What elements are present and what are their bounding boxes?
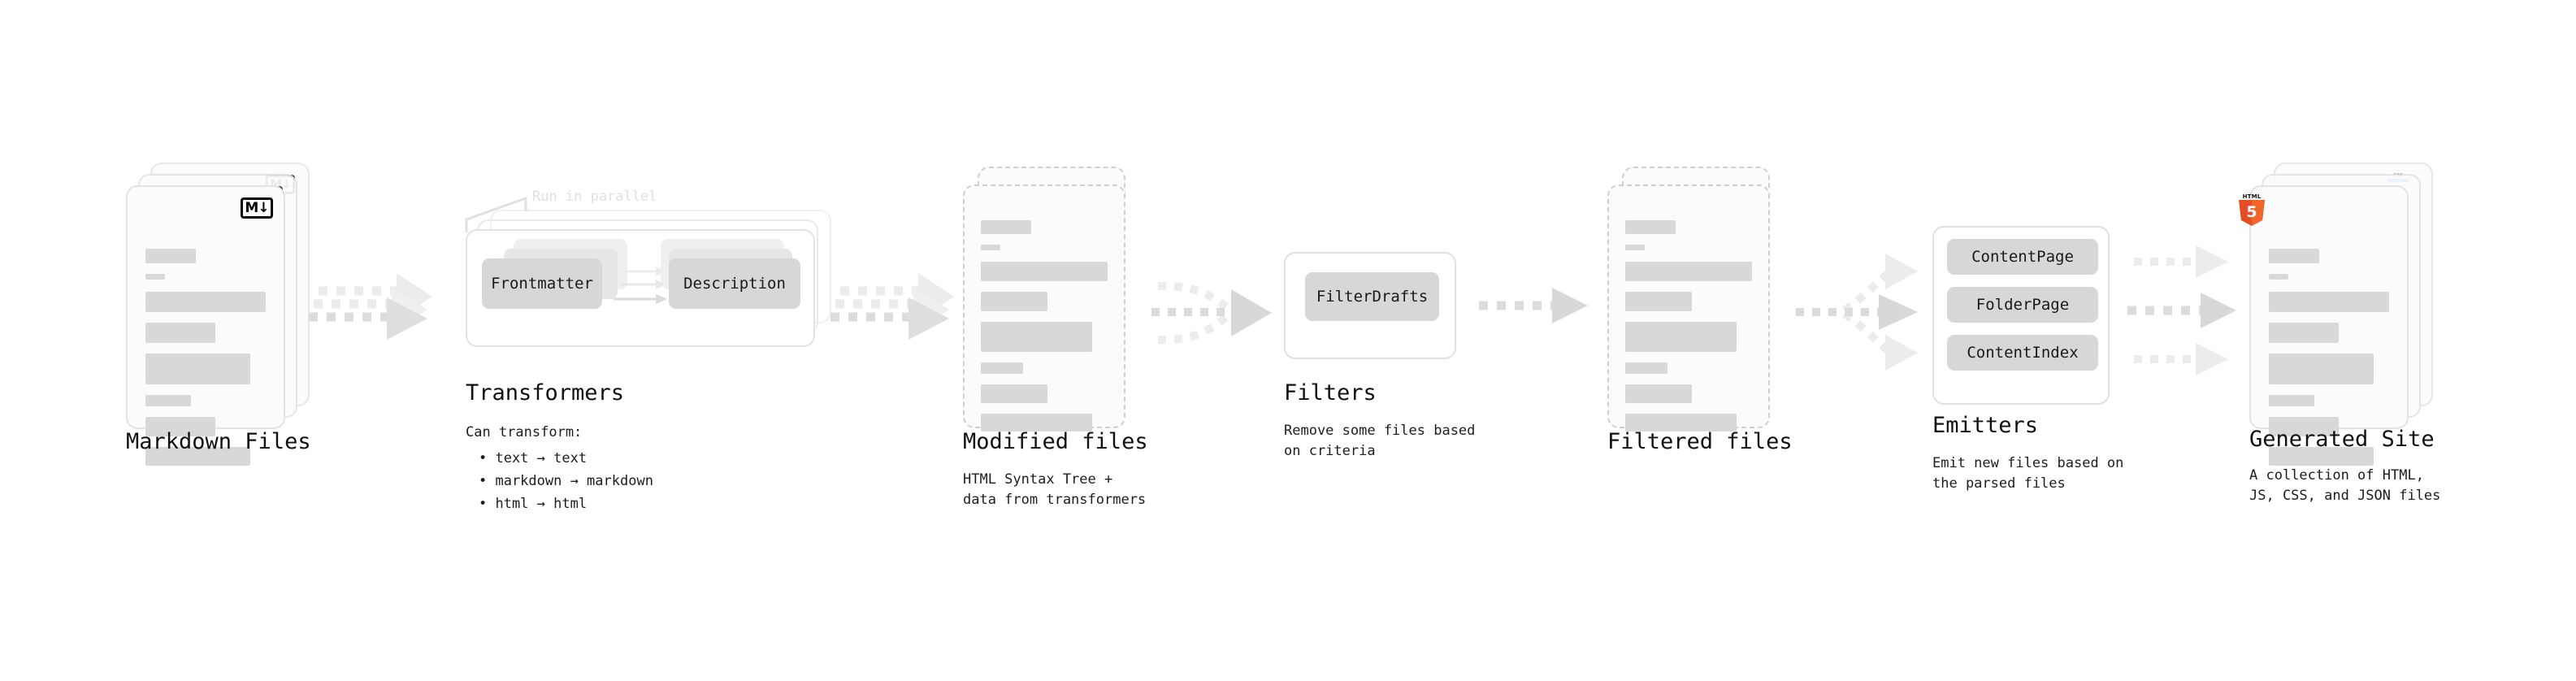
site-file-stack: CSS HTML 5 <box>2239 163 2436 466</box>
skeleton-bar <box>981 220 1031 234</box>
skeleton-bar <box>981 414 1093 432</box>
chip-contentpage[interactable]: ContentPage <box>1947 239 2098 275</box>
arrow-transformers-to-modified <box>830 273 954 340</box>
chip-description-label: Description <box>683 275 786 293</box>
transformers-bullet-2: • markdown → markdown <box>479 473 653 489</box>
skeleton-bar <box>981 384 1047 403</box>
stage-label-generated-site: Generated Site <box>2249 427 2435 452</box>
html5-icon-shield: 5 <box>2239 200 2265 226</box>
stage-generated-site: CSS HTML 5 <box>2239 163 2436 466</box>
skeleton-bar <box>1625 220 1676 234</box>
emitters-group: ContentPage FolderPage ContentIndex <box>1932 226 2110 405</box>
skeleton-bar <box>1625 262 1752 281</box>
skeleton-bar <box>2269 354 2374 384</box>
html5-icon-number: 5 <box>2246 202 2257 221</box>
stage-label-modified-files: Modified files <box>963 429 1148 454</box>
chip-folderpage-label: FolderPage <box>1975 296 2070 314</box>
html5-icon: HTML 5 <box>2238 193 2266 226</box>
chip-frontmatter-label: Frontmatter <box>491 275 593 293</box>
arrow-filtered-to-emitters <box>1796 254 1918 371</box>
skeleton-bar <box>1625 384 1692 403</box>
skeleton-bar <box>145 395 191 406</box>
skeleton-bar <box>2269 249 2319 263</box>
markdown-icon: M↓ <box>241 197 273 219</box>
skeleton-bar <box>2269 447 2374 466</box>
transformers-bullet-1: • text → text <box>479 450 588 466</box>
run-in-parallel-bracket <box>465 196 527 232</box>
skeleton-bar <box>145 292 266 312</box>
skeleton-bars <box>981 220 1108 442</box>
skeleton-bar <box>145 447 250 466</box>
arrow-markdown-to-transformers <box>309 273 432 340</box>
chip-contentpage-label: ContentPage <box>1971 248 2074 266</box>
chip-contentindex[interactable]: ContentIndex <box>1947 335 2098 371</box>
skeleton-bar <box>145 417 215 436</box>
file-card-front <box>1607 184 1770 432</box>
stage-label-filters: Filters <box>1284 380 1377 406</box>
annotation-run-in-parallel: Run in parallel <box>532 189 657 205</box>
arrow-filters-to-filtered <box>1479 288 1588 323</box>
chip-filterdrafts-label: FilterDrafts <box>1316 288 1429 306</box>
chip-description[interactable]: Description <box>669 258 800 309</box>
skeleton-bar <box>1625 322 1737 352</box>
stage-label-filtered-files: Filtered files <box>1607 429 1793 454</box>
skeleton-bar <box>2269 292 2389 312</box>
skeleton-bar <box>145 354 250 384</box>
skeleton-bar <box>2269 274 2288 280</box>
generated-site-caption: A collection of HTML, JS, CSS, and JSON … <box>2249 467 2441 504</box>
skeleton-bar <box>981 245 1000 250</box>
modified-files-caption: HTML Syntax Tree + data from transformer… <box>963 471 1147 508</box>
transformer-internal-arrows <box>614 267 667 304</box>
file-card-front: M↓ <box>126 185 285 466</box>
skeleton-bar <box>981 292 1047 311</box>
transformers-caption: Can transform: <box>466 424 583 440</box>
chip-folderpage[interactable]: FolderPage <box>1947 287 2098 323</box>
skeleton-bar <box>2269 395 2314 406</box>
skeleton-bar <box>981 362 1023 374</box>
stage-label-transformers: Transformers <box>466 380 625 406</box>
skeleton-bars <box>1625 220 1752 442</box>
filters-caption: Remove some files based on criteria <box>1284 423 1476 459</box>
filtered-file-stack <box>1607 167 1786 435</box>
skeleton-bar <box>145 249 196 263</box>
modified-file-stack <box>963 167 1142 435</box>
filters-group: FilterDrafts <box>1284 252 1456 359</box>
skeleton-bar <box>1625 245 1645 250</box>
chip-contentindex-label: ContentIndex <box>1967 344 2079 362</box>
skeleton-bars <box>2269 249 2389 476</box>
stage-modified-files <box>963 167 1142 435</box>
html5-icon-label: HTML <box>2242 193 2262 200</box>
chip-frontmatter[interactable]: Frontmatter <box>482 258 602 309</box>
skeleton-bars <box>145 249 266 476</box>
stage-label-emitters: Emitters <box>1932 413 2039 438</box>
file-card-front <box>963 184 1125 432</box>
markdown-icon-label: M↓ <box>245 199 269 216</box>
transformers-bullet-3: • html → html <box>479 496 588 512</box>
skeleton-bar <box>1625 292 1692 311</box>
stage-markdown-files: M↓ M↓ M↓ <box>126 163 313 466</box>
chip-filterdrafts[interactable]: FilterDrafts <box>1305 272 1439 321</box>
arrow-emitters-to-site <box>2127 245 2236 375</box>
emitters-caption: Emit new files based on the parsed files <box>1932 455 2124 492</box>
skeleton-bar <box>1625 362 1667 374</box>
skeleton-bar <box>145 323 215 343</box>
file-card-front: HTML 5 <box>2239 185 2409 466</box>
stage-label-markdown-files: Markdown Files <box>126 429 311 454</box>
skeleton-bar <box>1625 414 1737 432</box>
markdown-file-stack: M↓ M↓ M↓ <box>126 163 313 466</box>
skeleton-bar <box>2269 417 2339 436</box>
arrow-modified-to-filters <box>1151 281 1272 345</box>
stage-filtered-files <box>1607 167 1786 435</box>
skeleton-bar <box>981 322 1093 352</box>
skeleton-bar <box>145 274 165 280</box>
skeleton-bar <box>2269 323 2339 343</box>
skeleton-bar <box>981 262 1108 281</box>
